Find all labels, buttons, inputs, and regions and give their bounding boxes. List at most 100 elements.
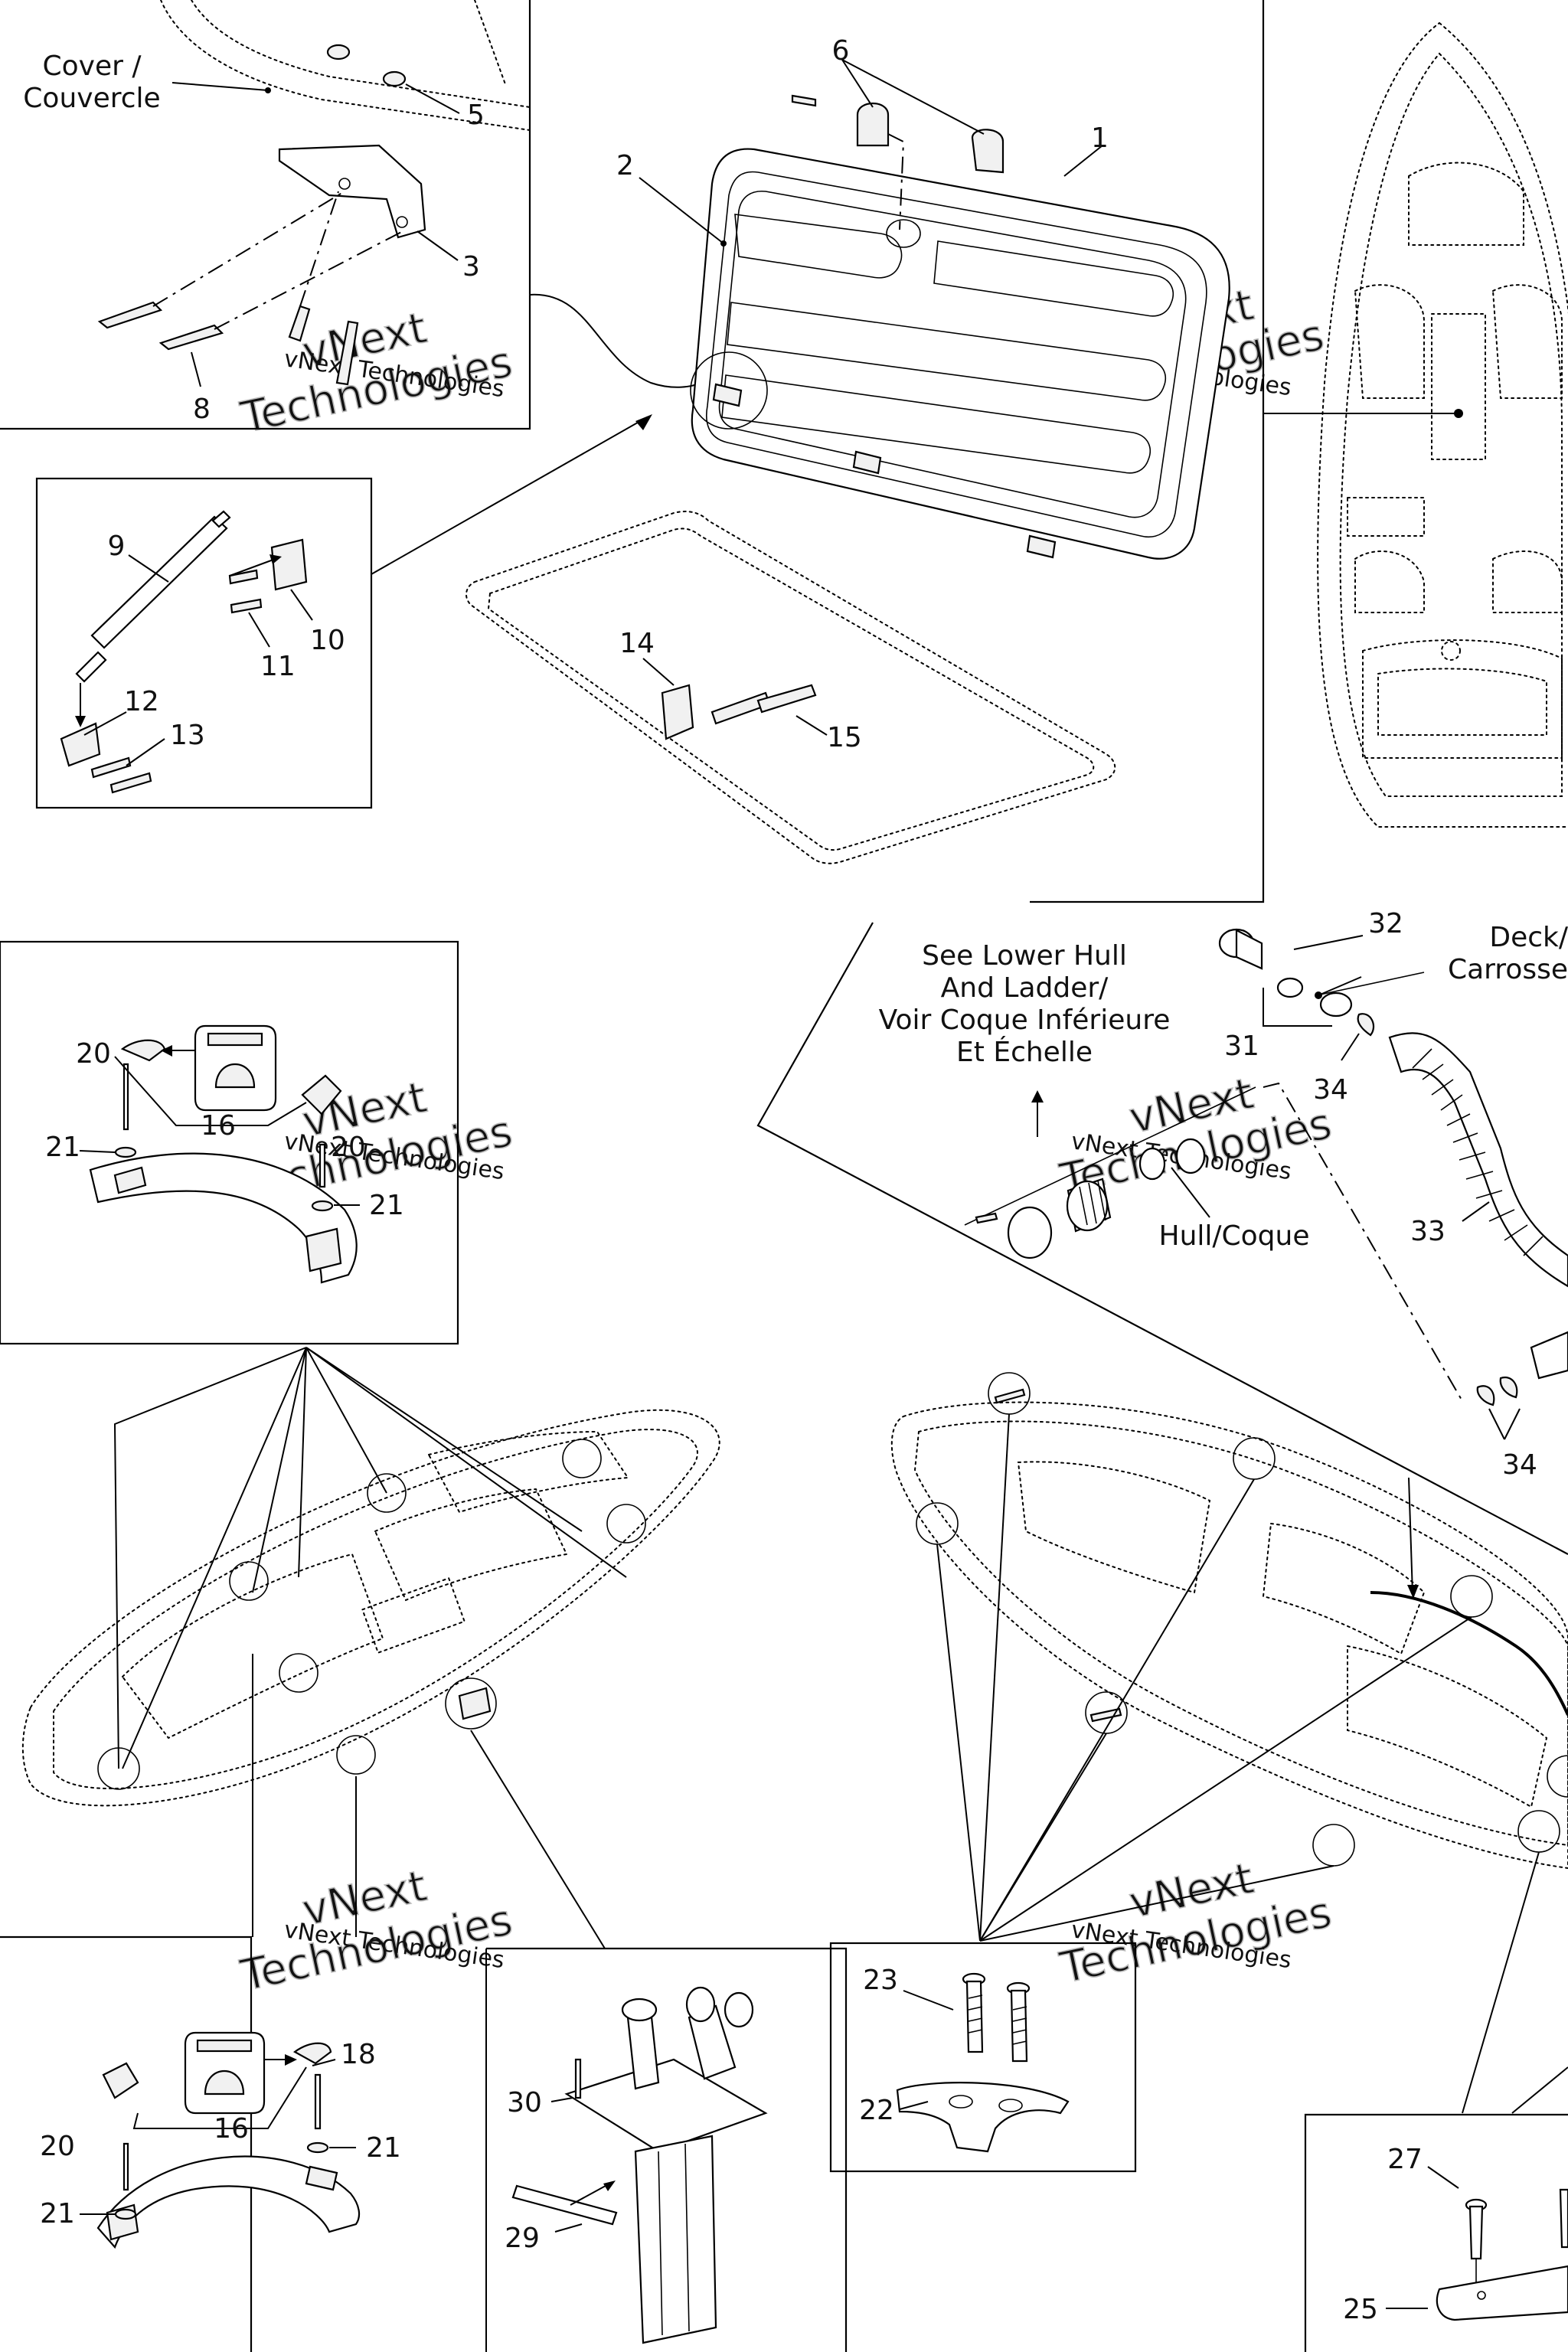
storage-hatch bbox=[1431, 313, 1486, 460]
cover-rib bbox=[721, 374, 1152, 474]
hose-clamp bbox=[1499, 1376, 1518, 1399]
screw bbox=[791, 94, 817, 107]
cover-inner-rim bbox=[705, 171, 1207, 537]
arrow-head bbox=[161, 1045, 172, 1057]
callout-30: 30 bbox=[507, 2087, 542, 2118]
hose-lower bbox=[1530, 1331, 1568, 1380]
label-hull: Hull/Coque bbox=[1159, 1220, 1310, 1252]
plug-washer bbox=[1138, 1147, 1166, 1181]
handle-end-pocket bbox=[305, 1227, 342, 1272]
washer bbox=[114, 1146, 137, 1158]
boat-cockpit bbox=[427, 1430, 629, 1514]
callout-18: 18 bbox=[341, 2039, 376, 2070]
callout-13: 13 bbox=[170, 720, 205, 751]
detail-box-frame bbox=[1030, 0, 1265, 903]
bolt-shank bbox=[965, 1980, 984, 2053]
leader-line bbox=[979, 1865, 1334, 1942]
detail-circle bbox=[562, 1439, 602, 1478]
detail-circle bbox=[367, 1473, 407, 1513]
axis-line bbox=[964, 1086, 1256, 1226]
detail-box-frame bbox=[0, 0, 531, 430]
callout-10: 10 bbox=[310, 625, 345, 656]
plug-thread bbox=[1066, 1180, 1109, 1232]
connector-line bbox=[529, 293, 701, 388]
assembly-line bbox=[1263, 1082, 1463, 1402]
throttle-body-line bbox=[684, 2143, 690, 2332]
washer bbox=[326, 44, 351, 60]
spring-bracket bbox=[270, 538, 308, 591]
boat-cockpit bbox=[1262, 1522, 1426, 1655]
callout-20: 20 bbox=[40, 2131, 75, 2162]
leader-line bbox=[290, 589, 313, 621]
boat-cockpit bbox=[1017, 1461, 1211, 1594]
cleat-hole bbox=[1477, 2291, 1486, 2300]
screw bbox=[109, 772, 152, 794]
leader-line bbox=[132, 2066, 307, 2129]
cover-hinge-detail: Cover / Couvercle 5 3 8 bbox=[0, 0, 531, 430]
throttle-handle bbox=[724, 1991, 754, 2028]
leader-line bbox=[1511, 2066, 1568, 2114]
cap bbox=[292, 2042, 332, 2065]
leader-line bbox=[1408, 1477, 1413, 1595]
callout-8: 8 bbox=[193, 394, 211, 425]
bolt-shank bbox=[1010, 1989, 1028, 2063]
leader-line bbox=[899, 2101, 929, 2110]
handle-bar bbox=[89, 1152, 358, 1284]
screw bbox=[574, 2058, 582, 2099]
leader-line bbox=[979, 1616, 1472, 1942]
arrow-head bbox=[1031, 1090, 1044, 1102]
screw-shank bbox=[1468, 2205, 1484, 2260]
boat-seat bbox=[1354, 284, 1425, 399]
leader-line bbox=[1427, 2166, 1459, 2189]
latch-knob bbox=[971, 129, 1004, 174]
screw-shank bbox=[1559, 2188, 1568, 2249]
gas-spring-end bbox=[211, 510, 231, 528]
leader-dot bbox=[1454, 409, 1463, 418]
handle-grip bbox=[204, 2069, 245, 2096]
throttle-location bbox=[458, 1687, 492, 1720]
leader-line bbox=[122, 1347, 307, 1769]
detail-circle bbox=[916, 1502, 959, 1545]
leader-line bbox=[639, 177, 724, 244]
detail-circle bbox=[606, 1504, 646, 1544]
leader-line bbox=[1504, 1408, 1521, 1440]
boat-seat bbox=[1408, 162, 1524, 246]
washer bbox=[306, 2141, 329, 2154]
detail-box-frame bbox=[486, 1947, 848, 2352]
label-see-lower-hull-2: And Ladder/ bbox=[941, 972, 1109, 1004]
callout-23: 23 bbox=[863, 1965, 898, 1996]
leader-line bbox=[1293, 935, 1364, 950]
callout-34: 34 bbox=[1502, 1449, 1537, 1481]
callout-31: 31 bbox=[1224, 1031, 1259, 1062]
rivet bbox=[756, 684, 817, 714]
leader-line bbox=[1318, 976, 1362, 996]
detail-box-frame bbox=[829, 1942, 1137, 2173]
leader-line bbox=[305, 1347, 583, 1532]
detail-circle bbox=[1450, 1575, 1493, 1618]
callout-25: 25 bbox=[1343, 2294, 1378, 2325]
arrow-head bbox=[270, 554, 282, 564]
fitting-body bbox=[1235, 929, 1263, 970]
label-cover: Cover / bbox=[43, 51, 142, 82]
label-deck: Deck/ bbox=[1489, 922, 1568, 953]
plug-nut bbox=[1175, 1138, 1206, 1174]
callout-12: 12 bbox=[124, 686, 159, 717]
leader-line bbox=[1462, 1851, 1540, 2114]
leader-line bbox=[416, 230, 459, 261]
callout-1: 1 bbox=[1091, 122, 1109, 154]
gas-spring-body bbox=[90, 515, 228, 649]
detail-box-frame bbox=[1304, 2113, 1568, 2352]
callout-11: 11 bbox=[260, 651, 296, 682]
boat-outline bbox=[1339, 52, 1563, 797]
leader-line bbox=[841, 59, 874, 108]
label-cover-fr: Couvercle bbox=[23, 83, 160, 114]
screw bbox=[90, 756, 132, 779]
leader-line bbox=[114, 1056, 307, 1126]
callout-20: 20 bbox=[76, 1038, 111, 1070]
cover-rib bbox=[734, 214, 903, 279]
leader-line bbox=[312, 2059, 336, 2066]
callout-5: 5 bbox=[467, 100, 485, 131]
leader-line bbox=[795, 715, 828, 736]
leader-line bbox=[172, 82, 269, 91]
boat-outline bbox=[890, 1401, 1568, 1870]
